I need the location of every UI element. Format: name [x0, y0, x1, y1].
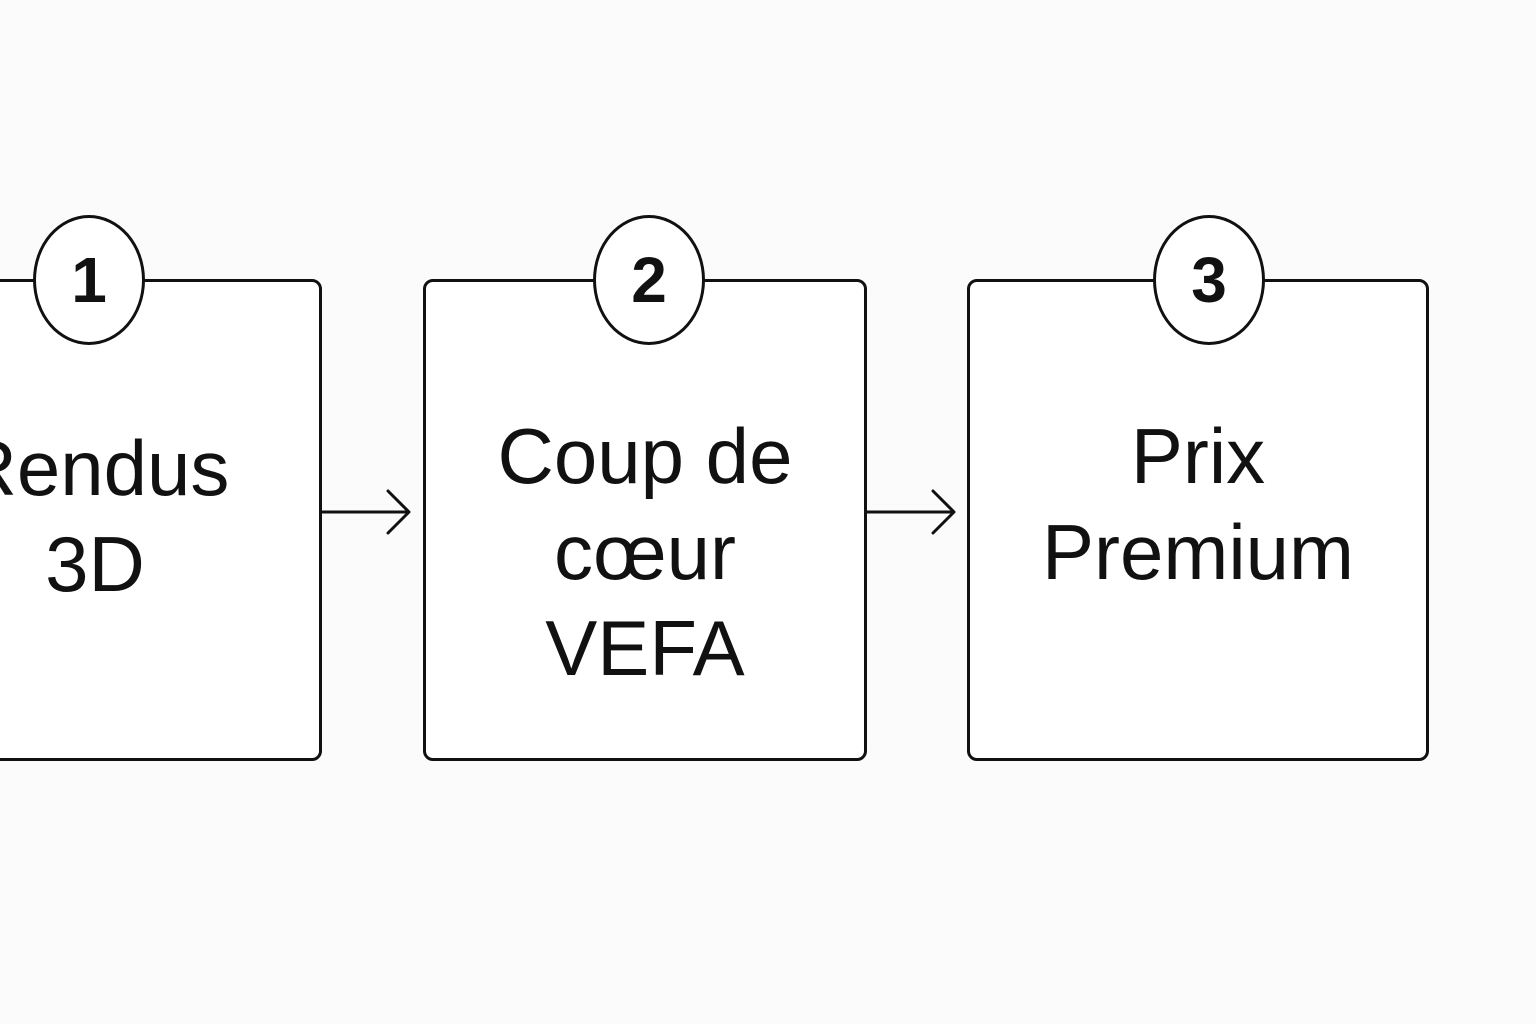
step-2-number-badge: 2 [593, 215, 705, 345]
step-1-label-line: Rendus [0, 424, 230, 512]
step-1-label-line: 3D [45, 520, 145, 608]
step-3-label-line: Premium [1041, 508, 1355, 596]
step-2-label-line: VEFA [545, 604, 745, 692]
step-1-number-badge: 1 [33, 215, 145, 345]
step-3-label-line: Prix [1130, 412, 1266, 500]
step-2-box [423, 279, 867, 761]
arrow-1-to-2 [320, 489, 411, 535]
step-3-number-badge: 3 [1153, 215, 1265, 345]
step-1-number: 1 [71, 244, 107, 316]
step-3-number: 3 [1191, 244, 1227, 316]
step-2-label-line: Coup de [497, 412, 793, 500]
arrow-2-to-3 [865, 489, 956, 535]
step-2-number: 2 [631, 244, 667, 316]
step-3-box [967, 279, 1429, 761]
step-3-label: Prix Premium [967, 408, 1429, 600]
step-1-box [0, 279, 322, 761]
step-1-label: Rendus 3D [0, 420, 250, 612]
step-2-label-line: cœur [554, 508, 736, 596]
step-2-label: Coup de cœur VEFA [423, 408, 867, 696]
